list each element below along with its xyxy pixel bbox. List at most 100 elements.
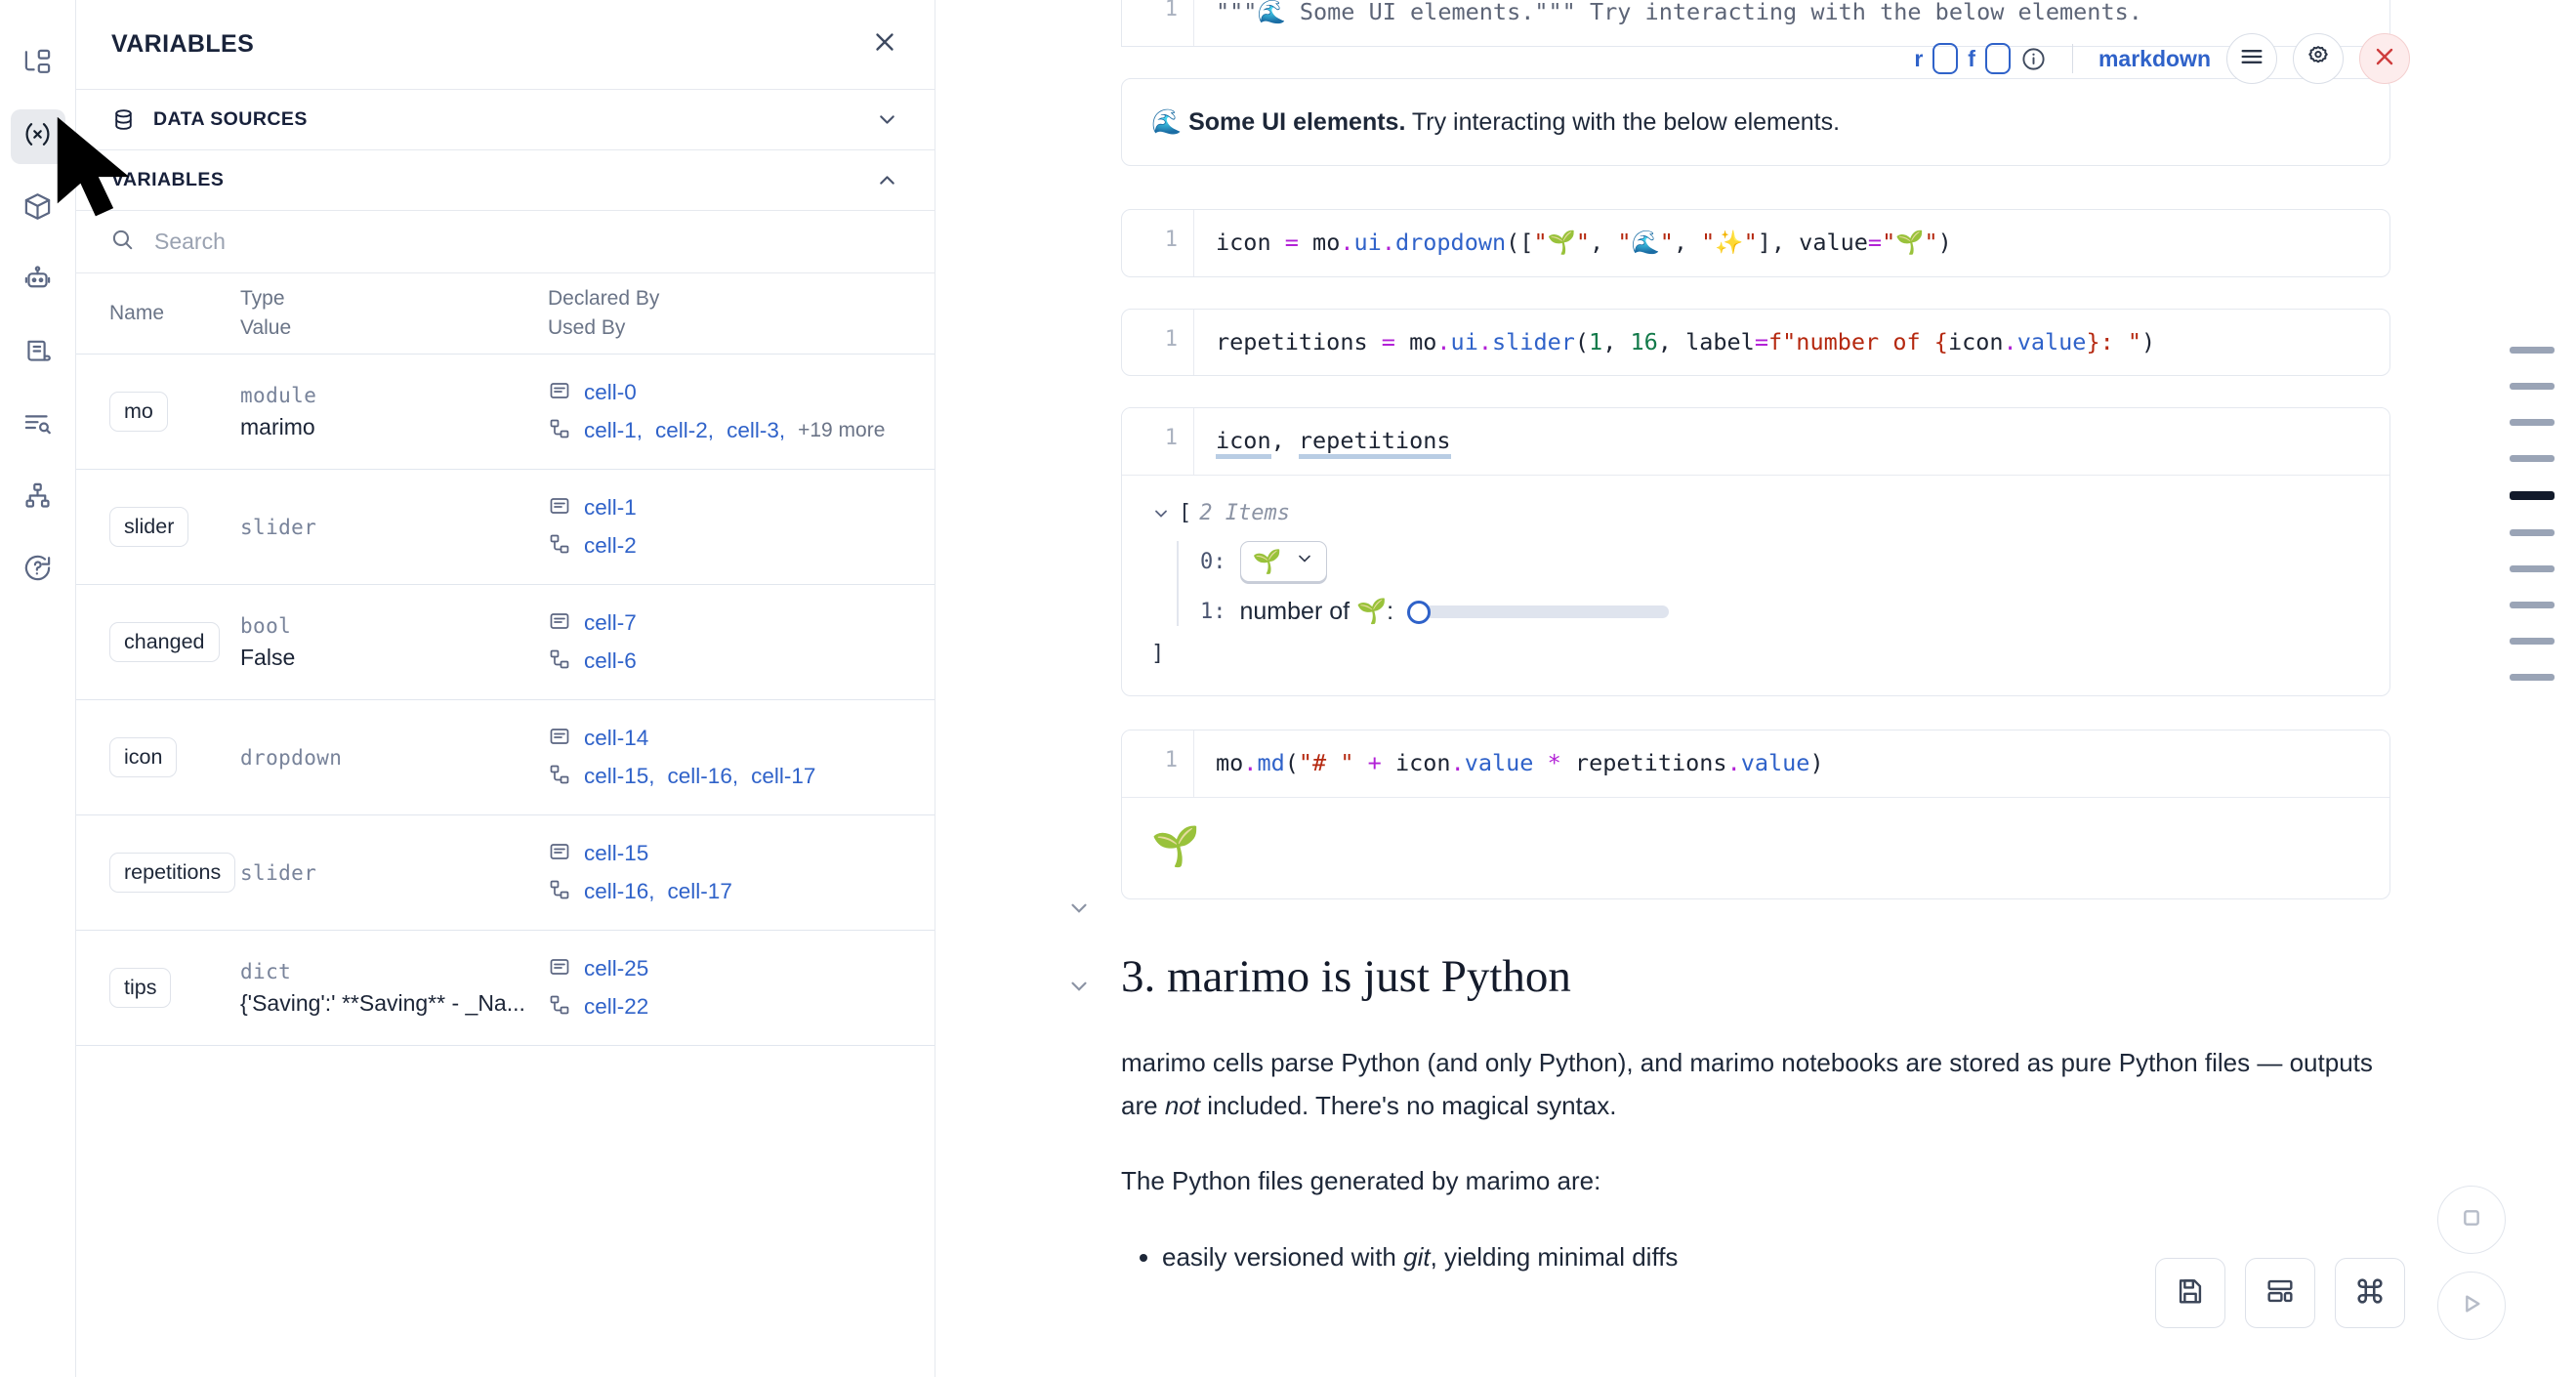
minimap-cell-indicator[interactable] xyxy=(2510,565,2555,572)
code-text[interactable]: icon, repetitions xyxy=(1194,408,1473,475)
cell-link[interactable]: cell-16, xyxy=(667,764,739,788)
icon-dropdown[interactable]: 🌱 xyxy=(1239,541,1328,583)
code-text[interactable]: repetitions = mo.ui.slider(1, 16, label=… xyxy=(1194,310,2177,376)
minimap-cell-indicator[interactable] xyxy=(2510,674,2555,681)
cell-settings-button[interactable] xyxy=(2293,33,2344,84)
tree-root-row[interactable]: [ 2 Items xyxy=(1151,501,2360,525)
stop-button[interactable] xyxy=(2437,1186,2506,1254)
run-controls xyxy=(2437,1186,2506,1340)
variable-type: slider xyxy=(240,860,317,885)
minimap-cell-indicator[interactable] xyxy=(2510,491,2555,500)
save-button[interactable] xyxy=(2155,1258,2225,1328)
sidebar-item-file-explorer[interactable] xyxy=(11,37,65,92)
sidebar-item-chat[interactable] xyxy=(11,254,65,309)
code-token: = xyxy=(1381,327,1395,355)
minimap-cell-indicator[interactable] xyxy=(2510,455,2555,462)
layout-button[interactable] xyxy=(2245,1258,2315,1328)
code-text[interactable]: """🌊 Some UI elements.""" Try interactin… xyxy=(1216,0,2142,25)
minimap-cell-indicator[interactable] xyxy=(2510,529,2555,536)
cell-menu-button[interactable] xyxy=(2226,33,2277,84)
variable-name-chip[interactable]: tips xyxy=(109,968,172,1008)
code-text[interactable]: icon = mo.ui.dropdown(["🌱", "🌊", "✨"], v… xyxy=(1194,210,1974,276)
cell-link[interactable]: cell-15, xyxy=(584,764,655,788)
more-cells-label[interactable]: +19 more xyxy=(798,419,886,441)
cell-icon xyxy=(548,494,571,522)
cell-link[interactable]: cell-17 xyxy=(667,879,732,903)
sidebar-item-outline[interactable] xyxy=(11,398,65,453)
cell-link[interactable]: cell-15 xyxy=(584,841,649,865)
variable-name-chip[interactable]: mo xyxy=(109,392,168,432)
section-variables[interactable]: VARIABLES xyxy=(76,150,935,211)
minimap-cell-indicator[interactable] xyxy=(2510,419,2555,426)
code-token: value xyxy=(1464,749,1534,777)
notebook-scroll[interactable]: 1 """🌊 Some UI elements.""" Try interact… xyxy=(935,0,2576,1377)
chevron-down-icon[interactable] xyxy=(875,107,899,132)
variable-name-chip[interactable]: icon xyxy=(109,737,178,777)
language-badge[interactable]: markdown xyxy=(2098,45,2211,71)
chevron-down-icon xyxy=(1295,549,1314,574)
collapse-chevron-icon[interactable] xyxy=(1066,896,1092,921)
section-data-sources[interactable]: DATA SOURCES xyxy=(76,90,935,150)
slider-handle[interactable] xyxy=(1407,600,1432,624)
variable-name-chip[interactable]: slider xyxy=(109,507,189,547)
cell-link[interactable]: cell-17 xyxy=(751,764,816,788)
sidebar-item-variables[interactable] xyxy=(10,109,65,164)
sidebar-item-documentation[interactable] xyxy=(11,326,65,381)
cell-link[interactable]: cell-0 xyxy=(584,380,637,404)
cell-link[interactable]: cell-2, xyxy=(655,418,715,442)
cell-link[interactable]: cell-25 xyxy=(584,956,649,981)
cell-link[interactable]: cell-6 xyxy=(584,648,637,673)
cell-link[interactable]: cell-14 xyxy=(584,726,649,750)
collapse-chevron-icon[interactable] xyxy=(1066,974,1092,999)
used-by-icon xyxy=(548,417,571,445)
emphasis-text: not xyxy=(1164,1090,1200,1120)
repetitions-slider[interactable] xyxy=(1407,600,1670,624)
command-palette-button[interactable] xyxy=(2335,1258,2405,1328)
database-icon xyxy=(111,107,136,132)
cell-link[interactable]: cell-3, xyxy=(727,418,786,442)
sidebar-item-dependency-graph[interactable] xyxy=(11,471,65,525)
close-panel-button[interactable] xyxy=(870,27,899,62)
cell-interactive-output: 1 icon, repetitions [ 2 Items xyxy=(1121,407,2390,697)
cell-icon-dropdown: 1 icon = mo.ui.dropdown(["🌱", "🌊", "✨"],… xyxy=(1121,208,2390,277)
key-pill-r[interactable] xyxy=(1932,43,1959,74)
list-item-1: 1: number of 🌱: xyxy=(1200,598,2360,626)
search-input[interactable] xyxy=(154,229,901,255)
variable-name-chip[interactable]: changed xyxy=(109,622,220,662)
cell-close-button[interactable] xyxy=(2359,33,2410,84)
minimap-cell-indicator[interactable] xyxy=(2510,602,2555,608)
key-pill-f[interactable] xyxy=(1984,43,2011,74)
chevron-down-icon[interactable] xyxy=(1151,504,1171,523)
code-token: mo xyxy=(1394,327,1437,355)
slider-track[interactable] xyxy=(1425,605,1670,619)
cell-link[interactable]: cell-1, xyxy=(584,418,644,442)
code-token: . xyxy=(1436,327,1451,355)
code-text[interactable]: mo.md("# " + icon.value * repetitions.va… xyxy=(1194,730,1846,797)
sidebar-item-help[interactable] xyxy=(11,543,65,598)
cell-link[interactable]: cell-7 xyxy=(584,610,637,635)
info-icon[interactable] xyxy=(2020,46,2047,72)
declared-by-row: cell-15 xyxy=(548,840,935,868)
variable-name-chip[interactable]: repetitions xyxy=(109,853,236,893)
slider-label: number of 🌱: xyxy=(1239,598,1394,626)
cell-icon xyxy=(548,955,571,983)
cell-link[interactable]: cell-1 xyxy=(584,495,637,520)
output-pane: [ 2 Items 0: 🌱 xyxy=(1122,476,2389,695)
minimap-cell-indicator[interactable] xyxy=(2510,383,2555,390)
code-token: ], value xyxy=(1757,228,1868,256)
cell-link[interactable]: cell-2 xyxy=(584,533,637,558)
run-button[interactable] xyxy=(2437,1272,2506,1340)
minimap-cell-indicator[interactable] xyxy=(2510,638,2555,645)
cell-link[interactable]: cell-22 xyxy=(584,994,649,1019)
sidebar-item-packages[interactable] xyxy=(11,182,65,236)
variables-icon xyxy=(22,119,53,154)
minimap-cell-indicator[interactable] xyxy=(2510,347,2555,354)
cell-link[interactable]: cell-16, xyxy=(584,879,655,903)
chevron-up-icon[interactable] xyxy=(875,168,899,192)
page-title: 3. marimo is just Python xyxy=(1121,950,1571,1002)
notebook-minimap xyxy=(2488,0,2576,1377)
code-token xyxy=(1354,749,1368,776)
